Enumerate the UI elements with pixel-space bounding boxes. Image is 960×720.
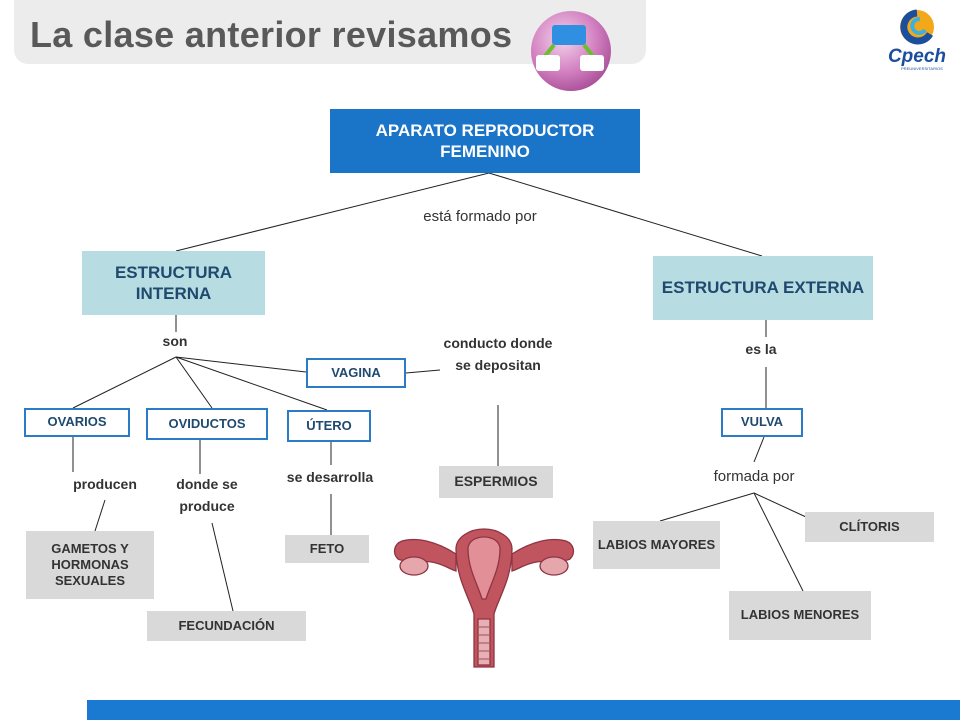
utero-node: ÚTERO (287, 410, 371, 442)
internal-structure-node: ESTRUCTURA INTERNA (82, 251, 265, 315)
root-node: APARATO REPRODUCTOR FEMENINO (330, 109, 640, 173)
external-link-label: es la (745, 341, 777, 357)
labios-mayores-node: LABIOS MAYORES (593, 521, 720, 569)
external-structure-node: ESTRUCTURA EXTERNA (653, 256, 873, 320)
ovarios-node: OVARIOS (24, 408, 130, 437)
fecundacion-node: FECUNDACIÓN (147, 611, 306, 641)
concept-map-icon (531, 11, 611, 91)
page-title: La clase anterior revisamos (30, 14, 513, 55)
logo-text: Cpech (887, 46, 947, 67)
utero-link-label: se desarrolla (286, 469, 374, 485)
cpech-logo-icon (900, 9, 934, 45)
internal-link-label: son (162, 333, 188, 349)
logo-subtext: PREUNIVERSITARIOS (901, 66, 943, 71)
vagina-node: VAGINA (306, 358, 406, 388)
vulva-node: VULVA (721, 408, 803, 437)
espermios-node: ESPERMIOS (439, 466, 553, 498)
oviductos-node: OVIDUCTOS (146, 408, 268, 440)
root-link-label: está formado por (423, 208, 537, 225)
vagina-link-label: conducto donde se depositan (443, 335, 553, 373)
labios-menores-node: LABIOS MENORES (729, 591, 871, 640)
footer-bar (87, 700, 960, 720)
oviductos-link-label: donde se produce (176, 476, 238, 514)
uterus-illustration (393, 528, 575, 668)
ovarios-link-label: producen (73, 476, 137, 492)
clitoris-node: CLÍTORIS (805, 512, 934, 542)
feto-node: FETO (285, 535, 369, 563)
vulva-link-label: formada por (713, 468, 795, 485)
gametos-node: GAMETOS Y HORMONAS SEXUALES (26, 531, 154, 599)
